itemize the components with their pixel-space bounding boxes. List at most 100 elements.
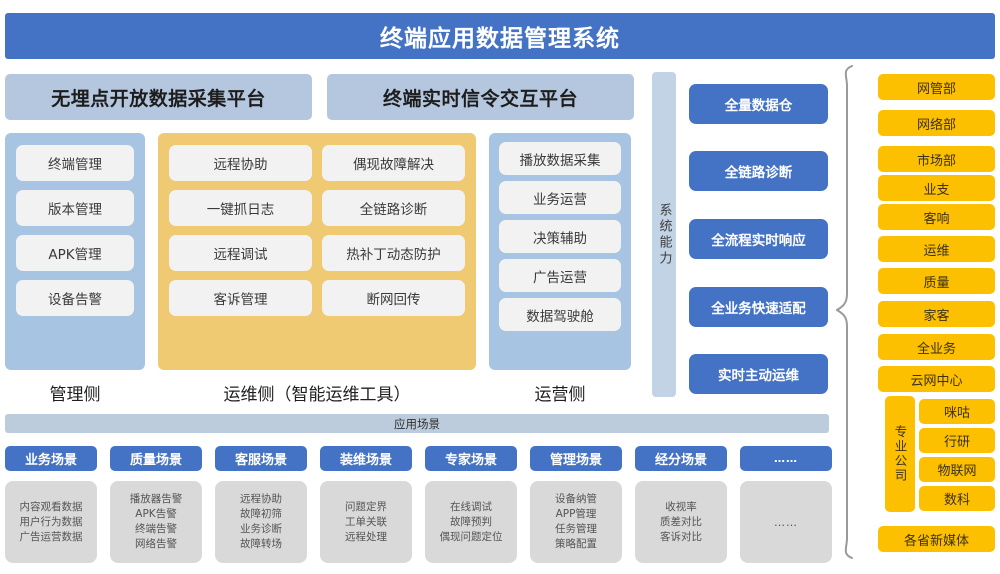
panel-cell-list: 播放数据采集 业务运营 决策辅助 广告运营 数据驾驶舱: [489, 133, 631, 340]
panel-cell[interactable]: APK管理: [16, 235, 134, 271]
scenario-tab-customer-service[interactable]: 客服场景: [215, 446, 307, 471]
panel-cell[interactable]: 断网回传: [322, 280, 465, 316]
scenario-detail-card: 问题定界 工单关联 远程处理: [320, 481, 412, 563]
panel-cell[interactable]: 一键抓日志: [169, 190, 312, 226]
professional-company-item[interactable]: 行研: [919, 428, 995, 453]
scenario-detail-text: 在线调试 故障预判 偶现问题定位: [439, 500, 503, 543]
scenario-tab-label: 装维场景: [339, 453, 392, 468]
scenario-detail-text: ……: [774, 515, 798, 529]
panel-cell[interactable]: 客诉管理: [169, 280, 312, 316]
capability-label: 全链路诊断: [724, 165, 793, 181]
department-label: 客响: [923, 211, 950, 227]
scenario-tab-label: 质量场景: [129, 453, 182, 468]
department-chip[interactable]: 全业务: [878, 334, 995, 360]
new-media-chip[interactable]: 各省新媒体: [878, 526, 995, 552]
department-label: 业支: [923, 182, 950, 198]
professional-company-item-label: 物联网: [937, 464, 977, 479]
department-chip[interactable]: 质量: [878, 268, 995, 294]
panel-cell[interactable]: 远程调试: [169, 235, 312, 271]
professional-company-item-label: 数科: [943, 493, 970, 508]
panel-operations-maintenance-side: 远程协助 偶现故障解决 一键抓日志 全链路诊断 远程调试 热补丁动态防护 客诉管…: [158, 133, 476, 370]
department-chip[interactable]: 云网中心: [878, 366, 995, 392]
panel-cell[interactable]: 决策辅助: [499, 220, 621, 253]
scenario-detail-card: 播放器告警 APK告警 终端告警 网络告警: [110, 481, 202, 563]
department-chip[interactable]: 网络部: [878, 110, 995, 136]
department-label: 家客: [923, 308, 950, 324]
panel-label-business: 运营侧: [534, 385, 586, 405]
professional-company-group-label: 专业公司: [885, 396, 915, 512]
panel-cell[interactable]: 热补丁动态防护: [322, 235, 465, 271]
scenario-detail-card: ……: [740, 481, 832, 563]
panel-cell[interactable]: 全链路诊断: [322, 190, 465, 226]
department-chip[interactable]: 业支: [878, 175, 995, 201]
capability-button-realtime-response[interactable]: 全流程实时响应: [689, 219, 828, 259]
scenario-tab-management[interactable]: 管理场景: [530, 446, 622, 471]
panel-cell[interactable]: 远程协助: [169, 145, 312, 181]
platform-label: 终端实时信令交互平台: [382, 87, 578, 110]
department-label: 网管部: [916, 81, 956, 97]
department-chip[interactable]: 客响: [878, 204, 995, 230]
scenario-tab-business[interactable]: 业务场景: [5, 446, 97, 471]
capability-label: 全业务快速适配: [711, 301, 806, 317]
panel-business-side: 播放数据采集 业务运营 决策辅助 广告运营 数据驾驶舱: [489, 133, 631, 370]
capability-label: 全流程实时响应: [711, 233, 806, 249]
department-label: 云网中心: [910, 373, 963, 389]
panel-label-operations: 运维侧（智能运维工具）: [223, 385, 411, 405]
department-chip[interactable]: 运维: [878, 236, 995, 262]
scenario-detail-text: 内容观看数据 用户行为数据 广告运营数据: [19, 500, 83, 543]
capability-button-active-maintenance[interactable]: 实时主动运维: [689, 354, 828, 394]
scenario-tab-label: 经分场景: [654, 453, 707, 468]
scenario-tab-more[interactable]: ……: [740, 446, 832, 471]
scenario-detail-card: 内容观看数据 用户行为数据 广告运营数据: [5, 481, 97, 563]
scenario-detail-card: 远程协助 故障初筛 业务诊断 故障转场: [215, 481, 307, 563]
scenario-detail-text: 远程协助 故障初筛 业务诊断 故障转场: [240, 493, 282, 550]
department-label: 网络部: [916, 117, 956, 133]
panel-cell[interactable]: 播放数据采集: [499, 142, 621, 175]
scenario-detail-text: 设备纳管 APP管理 任务管理 策略配置: [555, 493, 597, 550]
scenario-tab-label: 专家场景: [444, 453, 497, 468]
professional-company-item[interactable]: 物联网: [919, 457, 995, 482]
panel-cell[interactable]: 终端管理: [16, 145, 134, 181]
capability-button-data-warehouse[interactable]: 全量数据仓: [689, 84, 828, 124]
panel-cell[interactable]: 广告运营: [499, 259, 621, 292]
panel-cell[interactable]: 业务运营: [499, 181, 621, 214]
capability-button-full-link-diagnosis[interactable]: 全链路诊断: [689, 151, 828, 191]
department-label: 市场部: [916, 153, 956, 169]
professional-company-item-label: 咪咕: [943, 406, 970, 421]
panel-cell[interactable]: 偶现故障解决: [322, 145, 465, 181]
department-label: 运维: [923, 243, 950, 259]
scenario-tab-label: 客服场景: [234, 453, 287, 468]
scenario-tab-expert[interactable]: 专家场景: [425, 446, 517, 471]
professional-company-item-label: 行研: [943, 435, 970, 450]
curly-brace-icon: [836, 65, 853, 559]
department-chip[interactable]: 网管部: [878, 74, 995, 100]
platform-header-collection[interactable]: 无埋点开放数据采集平台: [5, 74, 312, 120]
panel-cell[interactable]: 设备告警: [16, 280, 134, 316]
platform-label: 无埋点开放数据采集平台: [51, 87, 266, 110]
system-capability-label: 系统能力: [656, 202, 672, 267]
department-chip[interactable]: 市场部: [878, 146, 995, 172]
scenario-tab-quality[interactable]: 质量场景: [110, 446, 202, 471]
panel-management-side: 终端管理 版本管理 APK管理 设备告警: [5, 133, 145, 370]
scenario-detail-text: 播放器告警 APK告警 终端告警 网络告警: [129, 493, 183, 550]
panel-cell-grid: 远程协助 偶现故障解决 一键抓日志 全链路诊断 远程调试 热补丁动态防护 客诉管…: [158, 133, 476, 328]
application-scenario-label: 应用场景: [394, 416, 440, 431]
department-chip[interactable]: 家客: [878, 301, 995, 327]
new-media-label: 各省新媒体: [903, 533, 969, 549]
scenario-detail-text: 收视率 质差对比 客诉对比: [660, 500, 702, 543]
panel-cell[interactable]: 数据驾驶舱: [499, 298, 621, 331]
scenario-tab-analysis[interactable]: 经分场景: [635, 446, 727, 471]
panel-cell[interactable]: 版本管理: [16, 190, 134, 226]
page-title-banner: 终端应用数据管理系统: [5, 13, 995, 59]
capability-button-fast-adaptation[interactable]: 全业务快速适配: [689, 287, 828, 327]
professional-company-item[interactable]: 咪咕: [919, 399, 995, 424]
department-label: 全业务: [916, 341, 956, 357]
scenario-tab-installation[interactable]: 装维场景: [320, 446, 412, 471]
platform-header-signaling[interactable]: 终端实时信令交互平台: [327, 74, 634, 120]
scenario-tab-label: 业务场景: [24, 453, 77, 468]
scenario-detail-text: 问题定界 工单关联 远程处理: [345, 500, 387, 543]
professional-company-item[interactable]: 数科: [919, 486, 995, 511]
scenario-tab-label: 管理场景: [549, 453, 602, 468]
capability-label: 全量数据仓: [724, 98, 793, 114]
